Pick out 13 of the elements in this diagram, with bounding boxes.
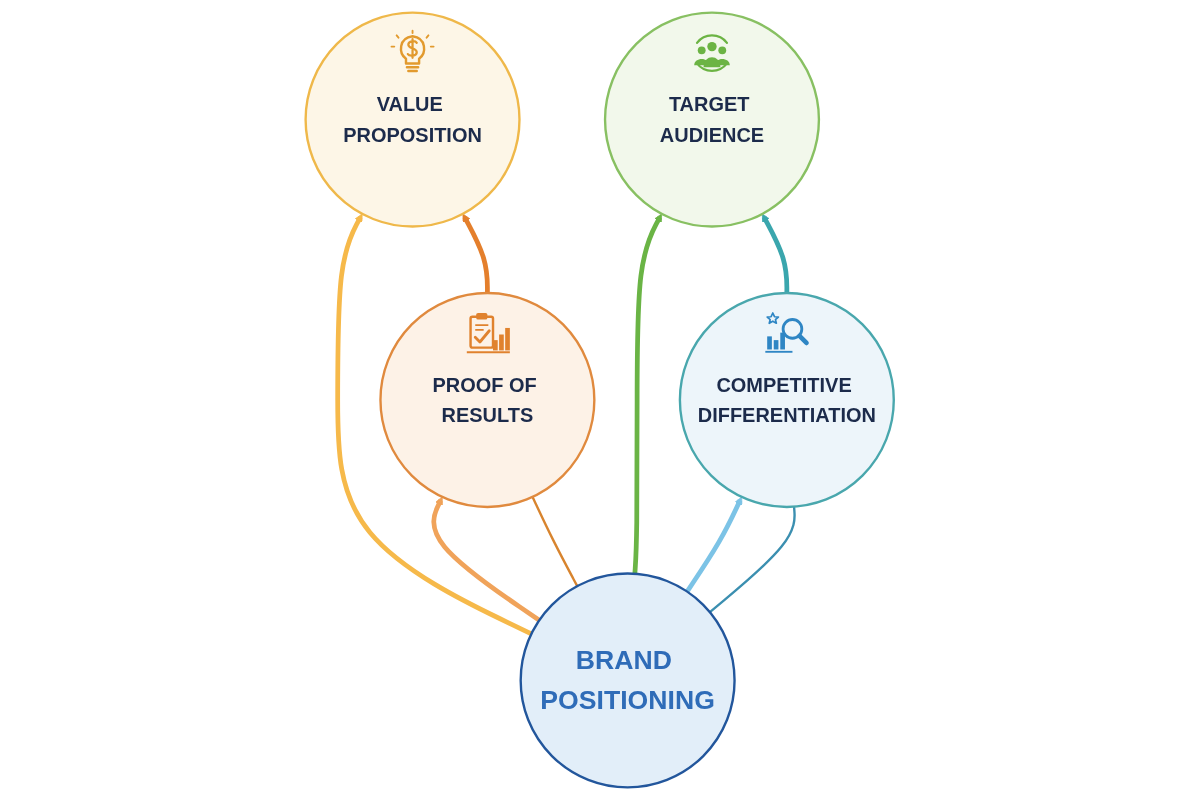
node-circle: PROOF OF RESULTS: [379, 291, 596, 509]
node-circle: VALUE PROPOSITION: [304, 11, 521, 228]
arrow: [462, 213, 491, 294]
arrow: [685, 496, 743, 593]
connector: [531, 496, 579, 587]
node-circle: COMPETITIVE DIFFERENTIATION: [679, 291, 896, 509]
node-circle: TARGET AUDIENCE: [604, 11, 821, 228]
arrow: [431, 496, 541, 623]
arrow: [335, 213, 533, 636]
connector: [709, 506, 797, 613]
arrow: [632, 213, 663, 574]
arrow: [762, 213, 790, 294]
node-circle: BRAND POSITIONING: [519, 572, 737, 789]
